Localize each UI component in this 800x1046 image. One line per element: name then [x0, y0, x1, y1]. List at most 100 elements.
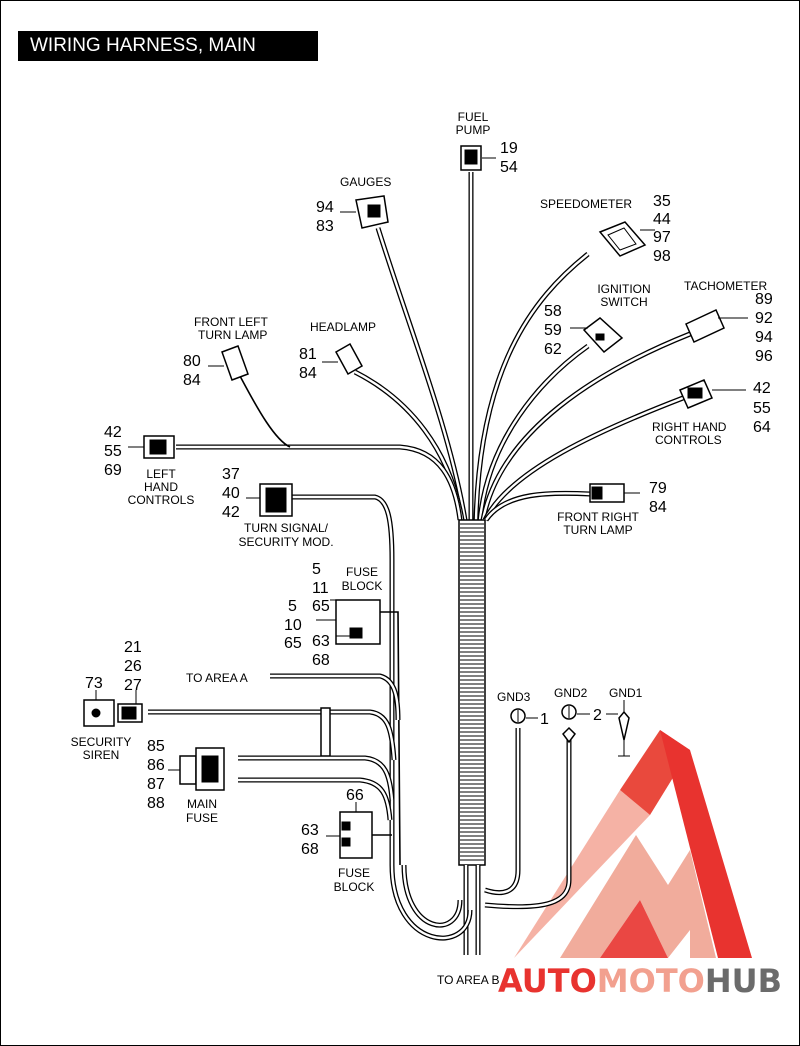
fuse-block-upper-num: 11 [312, 580, 329, 597]
front-right-turn-lamp-connector-icon [589, 483, 640, 503]
speedometer-num: 35 [653, 193, 671, 210]
to-area-a-label: TO AREA A [186, 671, 248, 685]
left-hand-controls-label: LEFT [146, 467, 176, 481]
tachometer-label: TACHOMETER [684, 279, 767, 293]
main-fuse-num: 86 [147, 757, 165, 774]
fuse-block-lower-label: BLOCK [334, 880, 375, 894]
fuel-pump-label: PUMP [456, 123, 491, 137]
front-left-turn-lamp-num: 80 [183, 353, 201, 370]
front-left-turn-lamp-label: TURN LAMP [198, 328, 267, 342]
fuel-pump-label: FUEL [458, 110, 489, 124]
security-siren-num: 73 [85, 675, 103, 692]
gauges-num: 83 [316, 218, 334, 235]
watermark-text: AUTOMOTOHUB [498, 962, 782, 1000]
tachometer-num: 92 [755, 310, 773, 327]
front-right-turn-lamp-num: 79 [649, 480, 667, 497]
ignition-switch-label: SWITCH [600, 295, 647, 309]
fuse-block-lower-label: FUSE [338, 866, 370, 880]
security-siren-num: 26 [124, 658, 142, 675]
front-right-turn-lamp-num: 84 [649, 499, 667, 516]
fuse-block-lower-num: 68 [301, 841, 319, 858]
front-left-turn-lamp-connector-icon [208, 345, 249, 381]
front-left-turn-lamp-num: 84 [183, 372, 201, 389]
tachometer-num: 89 [755, 291, 773, 308]
gauges-connector-icon [340, 195, 389, 229]
main-fuse-num: 87 [147, 776, 165, 793]
main-fuse-connector-icon [168, 747, 225, 791]
turn-signal-module-label: SECURITY MOD. [238, 535, 333, 549]
diagram-title: WIRING HARNESS, MAIN [18, 31, 318, 61]
fuse-block-upper-num: 68 [312, 652, 330, 669]
harness-loom [458, 519, 486, 866]
left-hand-controls-num: 69 [104, 462, 122, 479]
to-area-b-label: TO AREA B [437, 973, 499, 987]
fuse-block-upper-label: BLOCK [342, 579, 383, 593]
front-right-turn-lamp-label: TURN LAMP [563, 523, 632, 537]
fuse-block-upper-num: 5 [288, 598, 297, 615]
right-hand-controls-num: 42 [753, 380, 771, 397]
main-fuse-num: 88 [147, 795, 165, 812]
fuel-pump-num: 19 [500, 140, 518, 157]
turn-signal-module-label: TURN SIGNAL/ [244, 521, 329, 535]
ignition-switch-connector-icon [570, 317, 624, 354]
gauges-num: 94 [316, 199, 334, 216]
ground-gnd3-icon [510, 708, 538, 724]
fuel-pump-num: 54 [500, 159, 518, 176]
fuse-block-lower-num: 63 [301, 822, 319, 839]
tachometer-connector-icon [685, 308, 748, 344]
watermark-part: AUTO [498, 962, 597, 1000]
right-hand-controls-label: CONTROLS [655, 433, 722, 447]
security-siren-connector-icon [83, 690, 143, 727]
left-hand-controls-label: HAND [144, 480, 178, 494]
fuse-block-upper-num: 5 [312, 561, 321, 578]
speedometer-num: 97 [653, 229, 671, 246]
gnd3-label: GND3 [497, 690, 531, 704]
speedometer-label: SPEEDOMETER [540, 197, 632, 211]
fuse-block-upper-label: FUSE [346, 565, 378, 579]
gnd2-label: GND2 [554, 686, 588, 700]
security-siren-label: SECURITY [71, 735, 132, 749]
turn-signal-module-num: 37 [222, 466, 240, 483]
ground-num: 1 [540, 711, 549, 728]
speedometer-connector-icon [598, 221, 655, 257]
ignition-switch-num: 58 [544, 303, 562, 320]
ignition-switch-num: 62 [544, 341, 562, 358]
front-right-turn-lamp-label: FRONT RIGHT [557, 510, 639, 524]
speedometer-num: 98 [653, 248, 671, 265]
left-hand-controls-num: 42 [104, 424, 122, 441]
headlamp-num: 84 [299, 365, 317, 382]
watermark-part: MOTO [596, 962, 705, 1000]
fuse-block-upper-icon [316, 599, 381, 645]
gauges-label: GAUGES [340, 175, 391, 189]
fuse-block-upper-num: 63 [312, 633, 330, 650]
headlamp-num: 81 [299, 346, 317, 363]
tachometer-num: 96 [755, 348, 773, 365]
tachometer-num: 94 [755, 329, 773, 346]
turn-signal-module-connector-icon [246, 483, 293, 517]
right-hand-controls-connector-icon [679, 379, 746, 409]
labels: FUEL PUMP 19 54 GAUGES 94 83 SPEEDOMETER… [71, 110, 773, 987]
headlamp-connector-icon [322, 342, 364, 376]
right-hand-controls-num: 55 [753, 400, 771, 417]
watermark-logo-icon [514, 730, 752, 958]
security-siren-num: 21 [124, 639, 142, 656]
security-siren-label: SIREN [83, 748, 120, 762]
speedometer-num: 44 [653, 211, 671, 228]
lower-harness [389, 728, 572, 955]
left-bundle [148, 494, 401, 866]
ground-gnd2-icon [561, 704, 590, 744]
fuse-block-upper-num: 10 [284, 617, 302, 634]
right-hand-controls-num: 64 [753, 419, 771, 436]
fuel-pump-connector-icon [460, 145, 496, 171]
fuse-block-upper-num: 65 [284, 635, 302, 652]
fuse-block-lower-num: 66 [346, 787, 364, 804]
main-fuse-num: 85 [147, 738, 165, 755]
left-hand-controls-connector-icon [128, 435, 175, 459]
fuse-block-upper-num: 65 [312, 598, 330, 615]
ignition-switch-num: 59 [544, 322, 562, 339]
watermark-part: HUB [704, 962, 783, 1000]
left-hand-controls-num: 55 [104, 443, 122, 460]
front-left-turn-lamp-label: FRONT LEFT [194, 315, 268, 329]
turn-signal-module-num: 40 [222, 485, 240, 502]
